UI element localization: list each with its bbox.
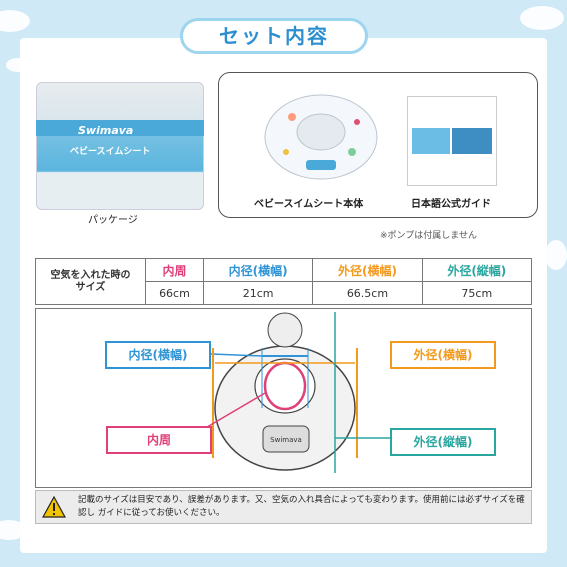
col-header-inner-width: 内径(横幅) — [202, 258, 314, 282]
guide-caption: 日本語公式ガイド — [411, 199, 491, 210]
cloud-decoration — [0, 10, 30, 32]
size-diagram — [35, 308, 532, 488]
swim-seat-image — [264, 94, 378, 180]
label-inner-width: 内径(横幅) — [105, 341, 211, 369]
pump-note: ※ポンプは付属しません — [380, 231, 478, 241]
label-outer-width: 外径(横幅) — [390, 341, 496, 369]
col-header-outer-width: 外径(横幅) — [312, 258, 423, 282]
label-inner-circ: 内周 — [106, 426, 212, 454]
value-inner-width: 21cm — [202, 281, 314, 305]
value-outer-height: 75cm — [421, 281, 533, 305]
seat-caption: ベビースイムシート本体 — [254, 199, 364, 210]
package-brand: Swimava — [78, 124, 134, 137]
cloud-decoration — [545, 240, 567, 270]
package-product-label: ベビースイムシート — [70, 147, 151, 157]
contents-box — [218, 72, 538, 218]
col-header-outer-height: 外径(縦幅) — [421, 258, 533, 282]
value-outer-width: 66.5cm — [312, 281, 423, 305]
warning-icon — [42, 496, 66, 518]
size-row-header: 空気を入れた時のサイズ — [35, 258, 146, 305]
package-caption: パッケージ — [88, 215, 138, 226]
seat-brand-text: Swimava — [270, 436, 302, 444]
guide-blue-block — [452, 128, 492, 154]
label-outer-height: 外径(縦幅) — [390, 428, 496, 456]
seat-diagram-drawing: Swimava — [184, 312, 390, 473]
notice-text: 記載のサイズは目安であり、誤差があります。又、空気の入れ具合によっても変わります… — [78, 495, 525, 518]
page-title: セット内容 — [180, 18, 368, 54]
guide-photo — [412, 128, 450, 154]
value-inner-circ: 66cm — [145, 281, 204, 305]
cloud-decoration — [0, 520, 26, 540]
notice-box — [35, 490, 532, 524]
package-image — [36, 82, 204, 210]
package-band — [36, 120, 204, 136]
col-header-inner-circ: 内周 — [145, 258, 204, 282]
cloud-decoration — [520, 6, 564, 30]
size-table: 空気を入れた時のサイズ 内周 内径(横幅) 外径(横幅) 外径(縦幅) 66cm… — [35, 258, 533, 305]
